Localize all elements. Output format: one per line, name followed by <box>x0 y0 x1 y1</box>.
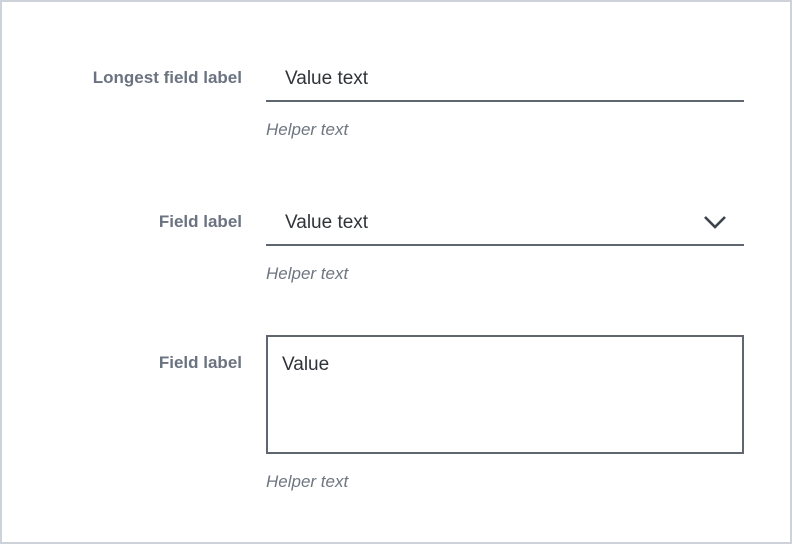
helper-text: Helper text <box>266 472 349 491</box>
textarea-value: Value <box>282 354 330 375</box>
text-input[interactable]: Value text <box>266 62 744 102</box>
field-control: Value text Helper text <box>266 62 744 141</box>
field-control: Value Helper text <box>266 335 744 493</box>
field-group: Longest field label Value text Helper te… <box>2 2 790 493</box>
dropdown-select[interactable]: Value text <box>266 206 744 246</box>
field-label: Field label <box>158 353 242 372</box>
textarea-field[interactable]: Value <box>266 335 744 454</box>
field-row-dropdown: Field label Value text Helper text <box>2 206 790 285</box>
field-row-textarea: Field label Value Helper text <box>2 335 790 493</box>
chevron-down-icon <box>704 216 726 229</box>
field-label: Longest field label <box>92 68 242 87</box>
text-input-value: Value text <box>285 68 369 89</box>
dropdown-value: Value text <box>285 212 369 233</box>
helper-text: Helper text <box>266 120 349 139</box>
helper-text: Helper text <box>266 264 349 283</box>
field-control: Value text Helper text <box>266 206 744 285</box>
field-label: Field label <box>158 212 242 231</box>
field-row-text-input: Longest field label Value text Helper te… <box>2 62 790 141</box>
